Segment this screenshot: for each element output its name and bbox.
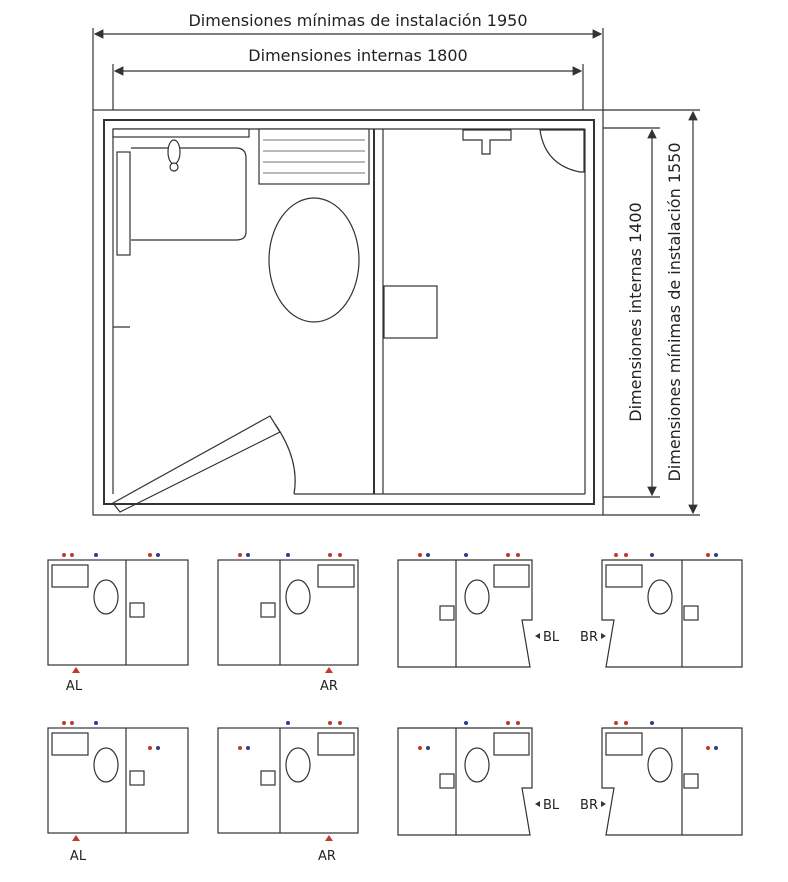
variant-bl-1: BL bbox=[397, 553, 560, 668]
variant-al-1: AL bbox=[47, 553, 189, 694]
variant-br-1: BR bbox=[580, 553, 743, 668]
min-width-label: Dimensiones mínimas de instalación 1950 bbox=[188, 11, 527, 30]
variant-label-al-2: AL bbox=[70, 849, 87, 864]
variant-label-br-1: BR bbox=[580, 630, 598, 645]
variant-ar-1: AR bbox=[217, 553, 359, 694]
width-dimensions: Dimensiones mínimas de instalación 1950 … bbox=[92, 11, 604, 110]
variant-label-ar-2: AR bbox=[318, 849, 336, 864]
depth-dimensions: Dimensiones internas 1400 Dimensiones mí… bbox=[603, 109, 700, 516]
variant-label-br-2: BR bbox=[580, 798, 598, 813]
variant-al-2: AL bbox=[47, 721, 189, 864]
variant-ar-2: AR bbox=[217, 721, 359, 864]
min-depth-label: Dimensiones mínimas de instalación 1550 bbox=[665, 142, 684, 481]
internal-depth-label: Dimensiones internas 1400 bbox=[626, 202, 645, 421]
variant-label-bl-1: BL bbox=[543, 630, 560, 645]
variant-label-al-1: AL bbox=[66, 679, 83, 694]
internal-width-label: Dimensiones internas 1800 bbox=[248, 46, 467, 65]
variant-label-bl-2: BL bbox=[543, 798, 560, 813]
variant-label-ar-1: AR bbox=[320, 679, 338, 694]
variant-bl-2: BL bbox=[397, 721, 560, 836]
variant-br-2: BR bbox=[580, 721, 743, 836]
main-plan bbox=[92, 109, 604, 516]
